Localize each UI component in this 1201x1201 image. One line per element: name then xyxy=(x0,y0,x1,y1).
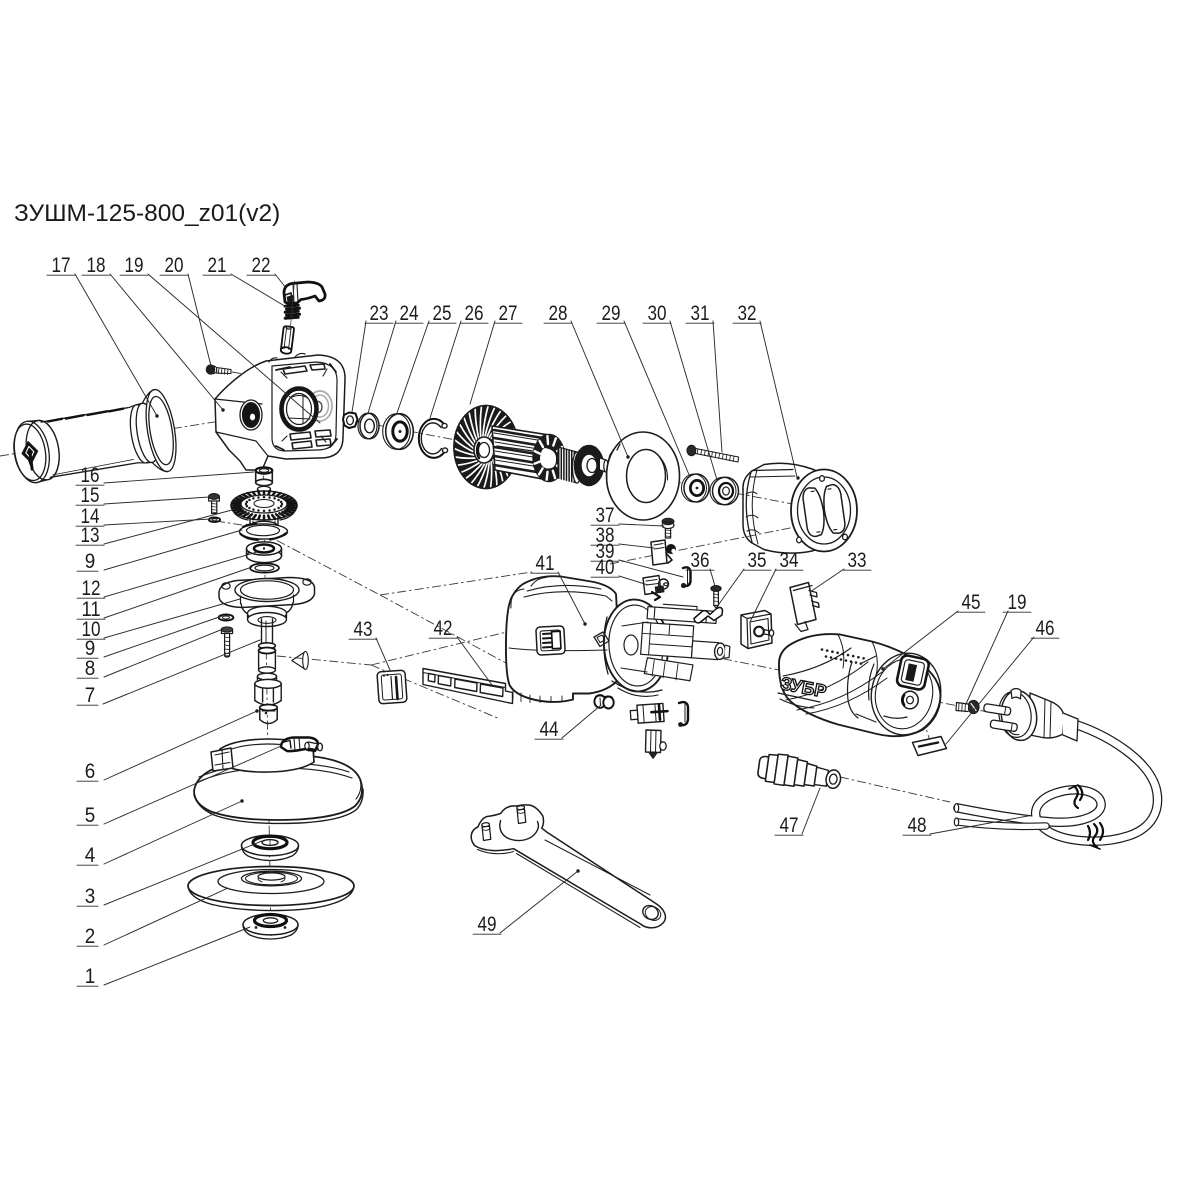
svg-text:16: 16 xyxy=(81,464,100,487)
svg-text:30: 30 xyxy=(648,302,667,325)
svg-text:17: 17 xyxy=(52,254,71,277)
svg-text:29: 29 xyxy=(602,302,621,325)
svg-text:23: 23 xyxy=(370,302,389,325)
svg-text:46: 46 xyxy=(1036,617,1055,640)
svg-text:10: 10 xyxy=(82,618,101,641)
svg-text:43: 43 xyxy=(354,618,373,641)
svg-text:25: 25 xyxy=(433,302,452,325)
svg-text:2: 2 xyxy=(85,925,96,948)
svg-text:19: 19 xyxy=(1008,591,1027,614)
svg-text:11: 11 xyxy=(82,598,101,621)
svg-text:9: 9 xyxy=(85,550,96,573)
svg-text:20: 20 xyxy=(165,254,184,277)
svg-text:47: 47 xyxy=(780,814,799,837)
svg-text:32: 32 xyxy=(738,302,757,325)
svg-text:8: 8 xyxy=(85,657,96,680)
svg-text:15: 15 xyxy=(81,484,100,507)
svg-text:37: 37 xyxy=(596,504,615,527)
svg-text:9: 9 xyxy=(85,637,96,660)
svg-text:27: 27 xyxy=(499,302,518,325)
svg-text:36: 36 xyxy=(691,549,710,572)
svg-text:6: 6 xyxy=(85,760,96,783)
svg-text:4: 4 xyxy=(85,844,96,867)
svg-text:39: 39 xyxy=(596,540,615,563)
svg-text:18: 18 xyxy=(87,254,106,277)
svg-text:3: 3 xyxy=(85,885,96,908)
svg-text:45: 45 xyxy=(962,591,981,614)
svg-text:21: 21 xyxy=(208,254,227,277)
svg-text:13: 13 xyxy=(81,524,100,547)
svg-text:7: 7 xyxy=(85,684,96,707)
svg-text:19: 19 xyxy=(125,254,144,277)
svg-text:35: 35 xyxy=(748,549,767,572)
svg-text:24: 24 xyxy=(400,302,419,325)
svg-text:1: 1 xyxy=(85,965,96,988)
svg-text:49: 49 xyxy=(478,913,497,936)
svg-text:5: 5 xyxy=(85,804,96,827)
svg-text:34: 34 xyxy=(780,549,799,572)
svg-text:14: 14 xyxy=(81,505,100,528)
svg-text:22: 22 xyxy=(252,254,271,277)
svg-text:33: 33 xyxy=(848,549,867,572)
svg-text:40: 40 xyxy=(596,556,615,579)
svg-text:ЗУШМ-125-800_z01(v2): ЗУШМ-125-800_z01(v2) xyxy=(14,200,280,227)
svg-text:42: 42 xyxy=(434,617,453,640)
svg-text:41: 41 xyxy=(536,552,555,575)
svg-text:38: 38 xyxy=(596,524,615,547)
svg-text:26: 26 xyxy=(465,302,484,325)
svg-text:44: 44 xyxy=(540,718,559,741)
svg-text:28: 28 xyxy=(549,302,568,325)
svg-text:31: 31 xyxy=(691,302,710,325)
svg-text:48: 48 xyxy=(908,814,927,837)
svg-text:12: 12 xyxy=(82,577,101,600)
